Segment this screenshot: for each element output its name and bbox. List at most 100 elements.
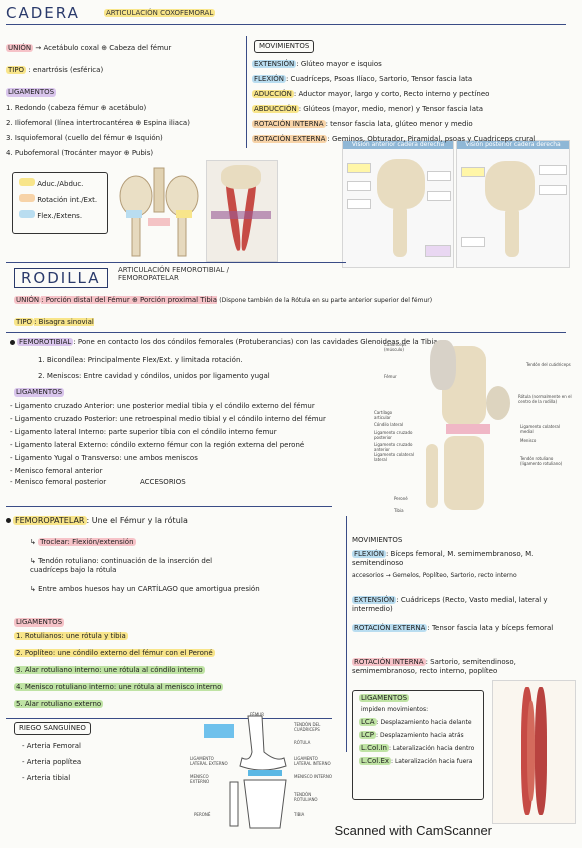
- list-item: ROTACIÓN INTERNA: tensor fascia lata, gl…: [252, 120, 535, 129]
- list-item: ↳ Troclear: Flexión/extensión: [30, 538, 136, 546]
- lig-code: L.Col.In: [359, 744, 389, 752]
- cadera-ligamentos-label: LIGAMENTOS: [6, 88, 57, 97]
- item-text: Arteria poplítea: [26, 758, 82, 766]
- figure-title: Visión anterior cadera derecha: [343, 141, 453, 149]
- knee-label: Ligamento colateral lateral: [374, 452, 414, 462]
- diagram-label: RÓTULA: [294, 740, 311, 745]
- mov-name: ROTACIÓN EXTERNA: [352, 624, 428, 632]
- knee-label: Menisco: [520, 438, 537, 443]
- mov-name: FLEXIÓN: [352, 550, 386, 558]
- list-item: ADUCCIÓN: Aductor mayor, largo y corto, …: [252, 90, 535, 99]
- lig-text: Menisco femoral anterior: [14, 467, 103, 475]
- item-text: Entre ambos huesos hay un CARTÍLAGO que …: [38, 585, 260, 593]
- mov-text: : Glúteos (mayor, medio, menor) y Tensor…: [298, 105, 484, 113]
- diagram-label: MENISCO EXTERNO: [190, 774, 210, 784]
- list-item: - Arteria Femoral: [22, 742, 81, 750]
- mov-text: : Aductor mayor, largo y corto, Recto in…: [293, 90, 490, 98]
- list-item: ↳ Entre ambos huesos hay un CARTÍLAGO qu…: [30, 585, 260, 593]
- list-item: ABDUCCIÓN: Glúteos (mayor, medio, menor)…: [252, 105, 535, 114]
- rodilla-union: UNIÓN: Porción distal del Fémur ⊕ Porció…: [14, 296, 432, 305]
- list-item: 2. Poplíteo: une cóndilo externo del fém…: [14, 649, 223, 658]
- diagram-label: LIGAMENTO LATERAL INTERNO: [294, 756, 331, 766]
- lig-code: LCA: [359, 718, 377, 726]
- figure-title: Visión posterior cadera derecha: [457, 141, 569, 149]
- list-item: 3. Alar rotuliano interno: une rótula al…: [14, 666, 223, 675]
- list-item: 4. Menisco rotuliano interno: une rótula…: [14, 683, 224, 692]
- cadera-legend: Aduc./Abduc. Rotación int./Ext. Flex./Ex…: [12, 172, 108, 234]
- list-item: - Menisco femoral anterior: [10, 467, 103, 475]
- cadera-tipo: TIPO : enartrósis (esférica): [6, 66, 103, 75]
- pelvis-figure: [118, 166, 200, 258]
- knee-label: Cóndilo lateral: [374, 422, 404, 427]
- cadera-union-text: → Acetábulo coxal ⊕ Cabeza del fémur: [35, 44, 172, 52]
- item-text: 3. Alar rotuliano interno: une rótula al…: [14, 666, 205, 674]
- item-text: 1. Rotulianos: une rótula y tibia: [14, 632, 128, 640]
- femoropatelar-label: FEMOROPATELAR: [13, 516, 87, 525]
- item-text: 2. Poplíteo: une cóndilo externo del fém…: [14, 649, 215, 657]
- knee-label: Ligamento cruzado anterior: [374, 442, 413, 452]
- cadera-union: UNIÓN → Acetábulo coxal ⊕ Cabeza del fém…: [6, 44, 171, 53]
- lig-text: Ligamento lateral Externo: cóndilo exter…: [14, 441, 305, 449]
- lig-text: : Lateralización hacia fuera: [391, 758, 473, 765]
- knee-label: Tendón del cuádriceps: [526, 362, 571, 367]
- diagram-label: FÉMUR: [250, 712, 264, 717]
- lig-text: Ligamento Yugal o Transverso: une ambos …: [14, 454, 198, 462]
- mov-text: : Glúteo mayor e isquios: [296, 60, 382, 68]
- list-item: 1. Rotulianos: une rótula y tibia: [14, 632, 223, 641]
- cadera-movimientos-list: EXTENSIÓN: Glúteo mayor e isquios FLEXIÓ…: [252, 60, 535, 144]
- list-item: - Ligamento cruzado Anterior: une poster…: [10, 402, 315, 410]
- item-text: Tendón rotuliano: continuación de la ins…: [30, 557, 213, 574]
- rodilla-union-note: (Dispone también de la Rótula en su part…: [219, 297, 433, 304]
- hip-posterior-figure: Visión posterior cadera derecha: [456, 140, 570, 268]
- lig-text: Ligamento lateral Interno: parte superio…: [14, 428, 277, 436]
- knee-label: Cartílago articular: [374, 410, 393, 420]
- lig-box-title: LIGAMENTOS: [359, 694, 410, 702]
- knee-label: Tibia: [394, 508, 404, 513]
- diagram-label: LIGAMENTO LATERAL EXTERNO: [190, 756, 228, 766]
- list-item: - Ligamento Yugal o Transverso: une ambo…: [10, 454, 198, 462]
- mov-text: : Tensor fascia lata y bíceps femoral: [427, 624, 554, 632]
- rodilla-union-label: UNIÓN: [14, 296, 42, 304]
- rodilla-title: RODILLA: [14, 268, 108, 288]
- item-text: Arteria Femoral: [26, 742, 81, 750]
- list-item: - Arteria tibial: [22, 774, 71, 782]
- mov-name: ADUCCIÓN: [252, 90, 294, 98]
- mov-note: accesorios → Gemelos, Poplíteo, Sartorio…: [352, 572, 517, 579]
- diagram-label: TENDÓN DEL CUÁDRICEPS: [294, 722, 321, 732]
- rodilla-union-text: : Porción distal del Fémur ⊕ Porción pro…: [41, 296, 218, 304]
- list-item: ROTACIÓN EXTERNA: Geminos, Obturador, Pi…: [252, 135, 535, 144]
- item-text: Troclear: Flexión/extensión: [38, 538, 136, 546]
- cadera-ligamentos-list: 1. Redondo (cabeza fémur ⊕ acetábulo) 2.…: [6, 104, 190, 158]
- lig-text: Ligamento cruzado Posterior: une retroes…: [14, 415, 326, 423]
- cadera-union-label: UNIÓN: [6, 44, 34, 52]
- mov-text: : Geminos, Obturador, Piramidal, psoas y…: [327, 135, 536, 143]
- lig-text: : Lateralización hacia dentro: [388, 745, 475, 752]
- legend-item: Rotación int./Ext.: [37, 196, 98, 204]
- list-item: EXTENSIÓN: Glúteo mayor e isquios: [252, 60, 535, 69]
- mov-name: ABDUCCIÓN: [252, 105, 299, 113]
- knee-label: Fémur: [384, 374, 397, 379]
- footer-watermark: Scanned with CamScanner: [334, 823, 492, 838]
- diagram-label: MENISCO INTERNO: [294, 774, 332, 779]
- knee-ligament-diagram: FÉMUR TENDÓN DEL CUÁDRICEPS RÓTULA LIGAM…: [190, 712, 340, 832]
- item-text: 4. Menisco rotuliano interno: une rótula…: [14, 683, 224, 691]
- lig-code: LCP: [359, 731, 377, 739]
- mov-rot-interna: ROTACIÓN INTERNA: Sartorio, semitendinos…: [352, 658, 577, 676]
- knee-label: Peroné: [394, 496, 408, 501]
- mov-text: : Cuádriceps (Recto, Vasto medial, later…: [352, 596, 548, 613]
- cadera-title: CADERA: [6, 4, 80, 22]
- rodilla-lig-box: LIGAMENTOS impiden movimientos: LCA : Des…: [352, 690, 484, 800]
- mov-name: FLEXIÓN: [252, 75, 286, 83]
- diagram-label: PERONÉ: [194, 812, 211, 817]
- lig-text: Ligamento cruzado Anterior: une posterio…: [14, 402, 315, 410]
- lig-text: : Desplazamiento hacia atrás: [376, 732, 464, 739]
- rodilla-tipo: TIPO: Bisagra sinovial: [14, 318, 94, 327]
- list-item: 5. Alar rotuliano externo: [14, 700, 223, 709]
- lig-box-subtitle: impiden movimientos:: [361, 706, 429, 713]
- femoropatelar-list: ↳ Troclear: Flexión/extensión ↳ Tendón r…: [30, 538, 330, 594]
- femorotibial-2: 2. Meniscos: Entre cavidad y cóndilos, u…: [38, 372, 270, 380]
- femorotibial-label: FEMOROTIBIAL: [17, 338, 74, 346]
- mov-flexion: FLEXIÓN: Bíceps femoral, M. semimembrano…: [352, 550, 577, 580]
- list-item: - Ligamento lateral Externo: cóndilo ext…: [10, 441, 305, 449]
- rodilla-subtitle: ARTICULACIÓN FEMOROTIBIAL / FEMOROPATELA…: [118, 266, 229, 282]
